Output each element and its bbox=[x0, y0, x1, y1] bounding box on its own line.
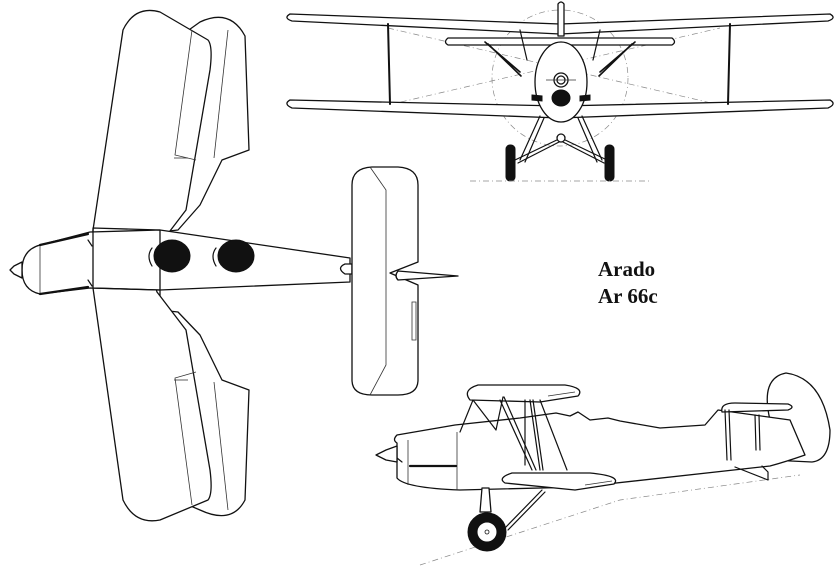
model-designation: Ar 66c bbox=[598, 284, 658, 308]
aircraft-label: Arado Ar 66c bbox=[598, 256, 658, 310]
front-cockpit bbox=[153, 239, 191, 273]
fuselage-side bbox=[393, 409, 806, 491]
fuselage-plan bbox=[9, 227, 353, 296]
propeller-disk bbox=[491, 9, 629, 147]
upper-wing-side bbox=[466, 384, 581, 403]
manufacturer-name: Arado bbox=[598, 257, 656, 281]
lower-wing-side bbox=[501, 472, 617, 491]
rear-cockpit bbox=[217, 239, 255, 273]
tailplane-plan bbox=[351, 166, 459, 396]
upper-wing-plan bbox=[92, 9, 212, 522]
